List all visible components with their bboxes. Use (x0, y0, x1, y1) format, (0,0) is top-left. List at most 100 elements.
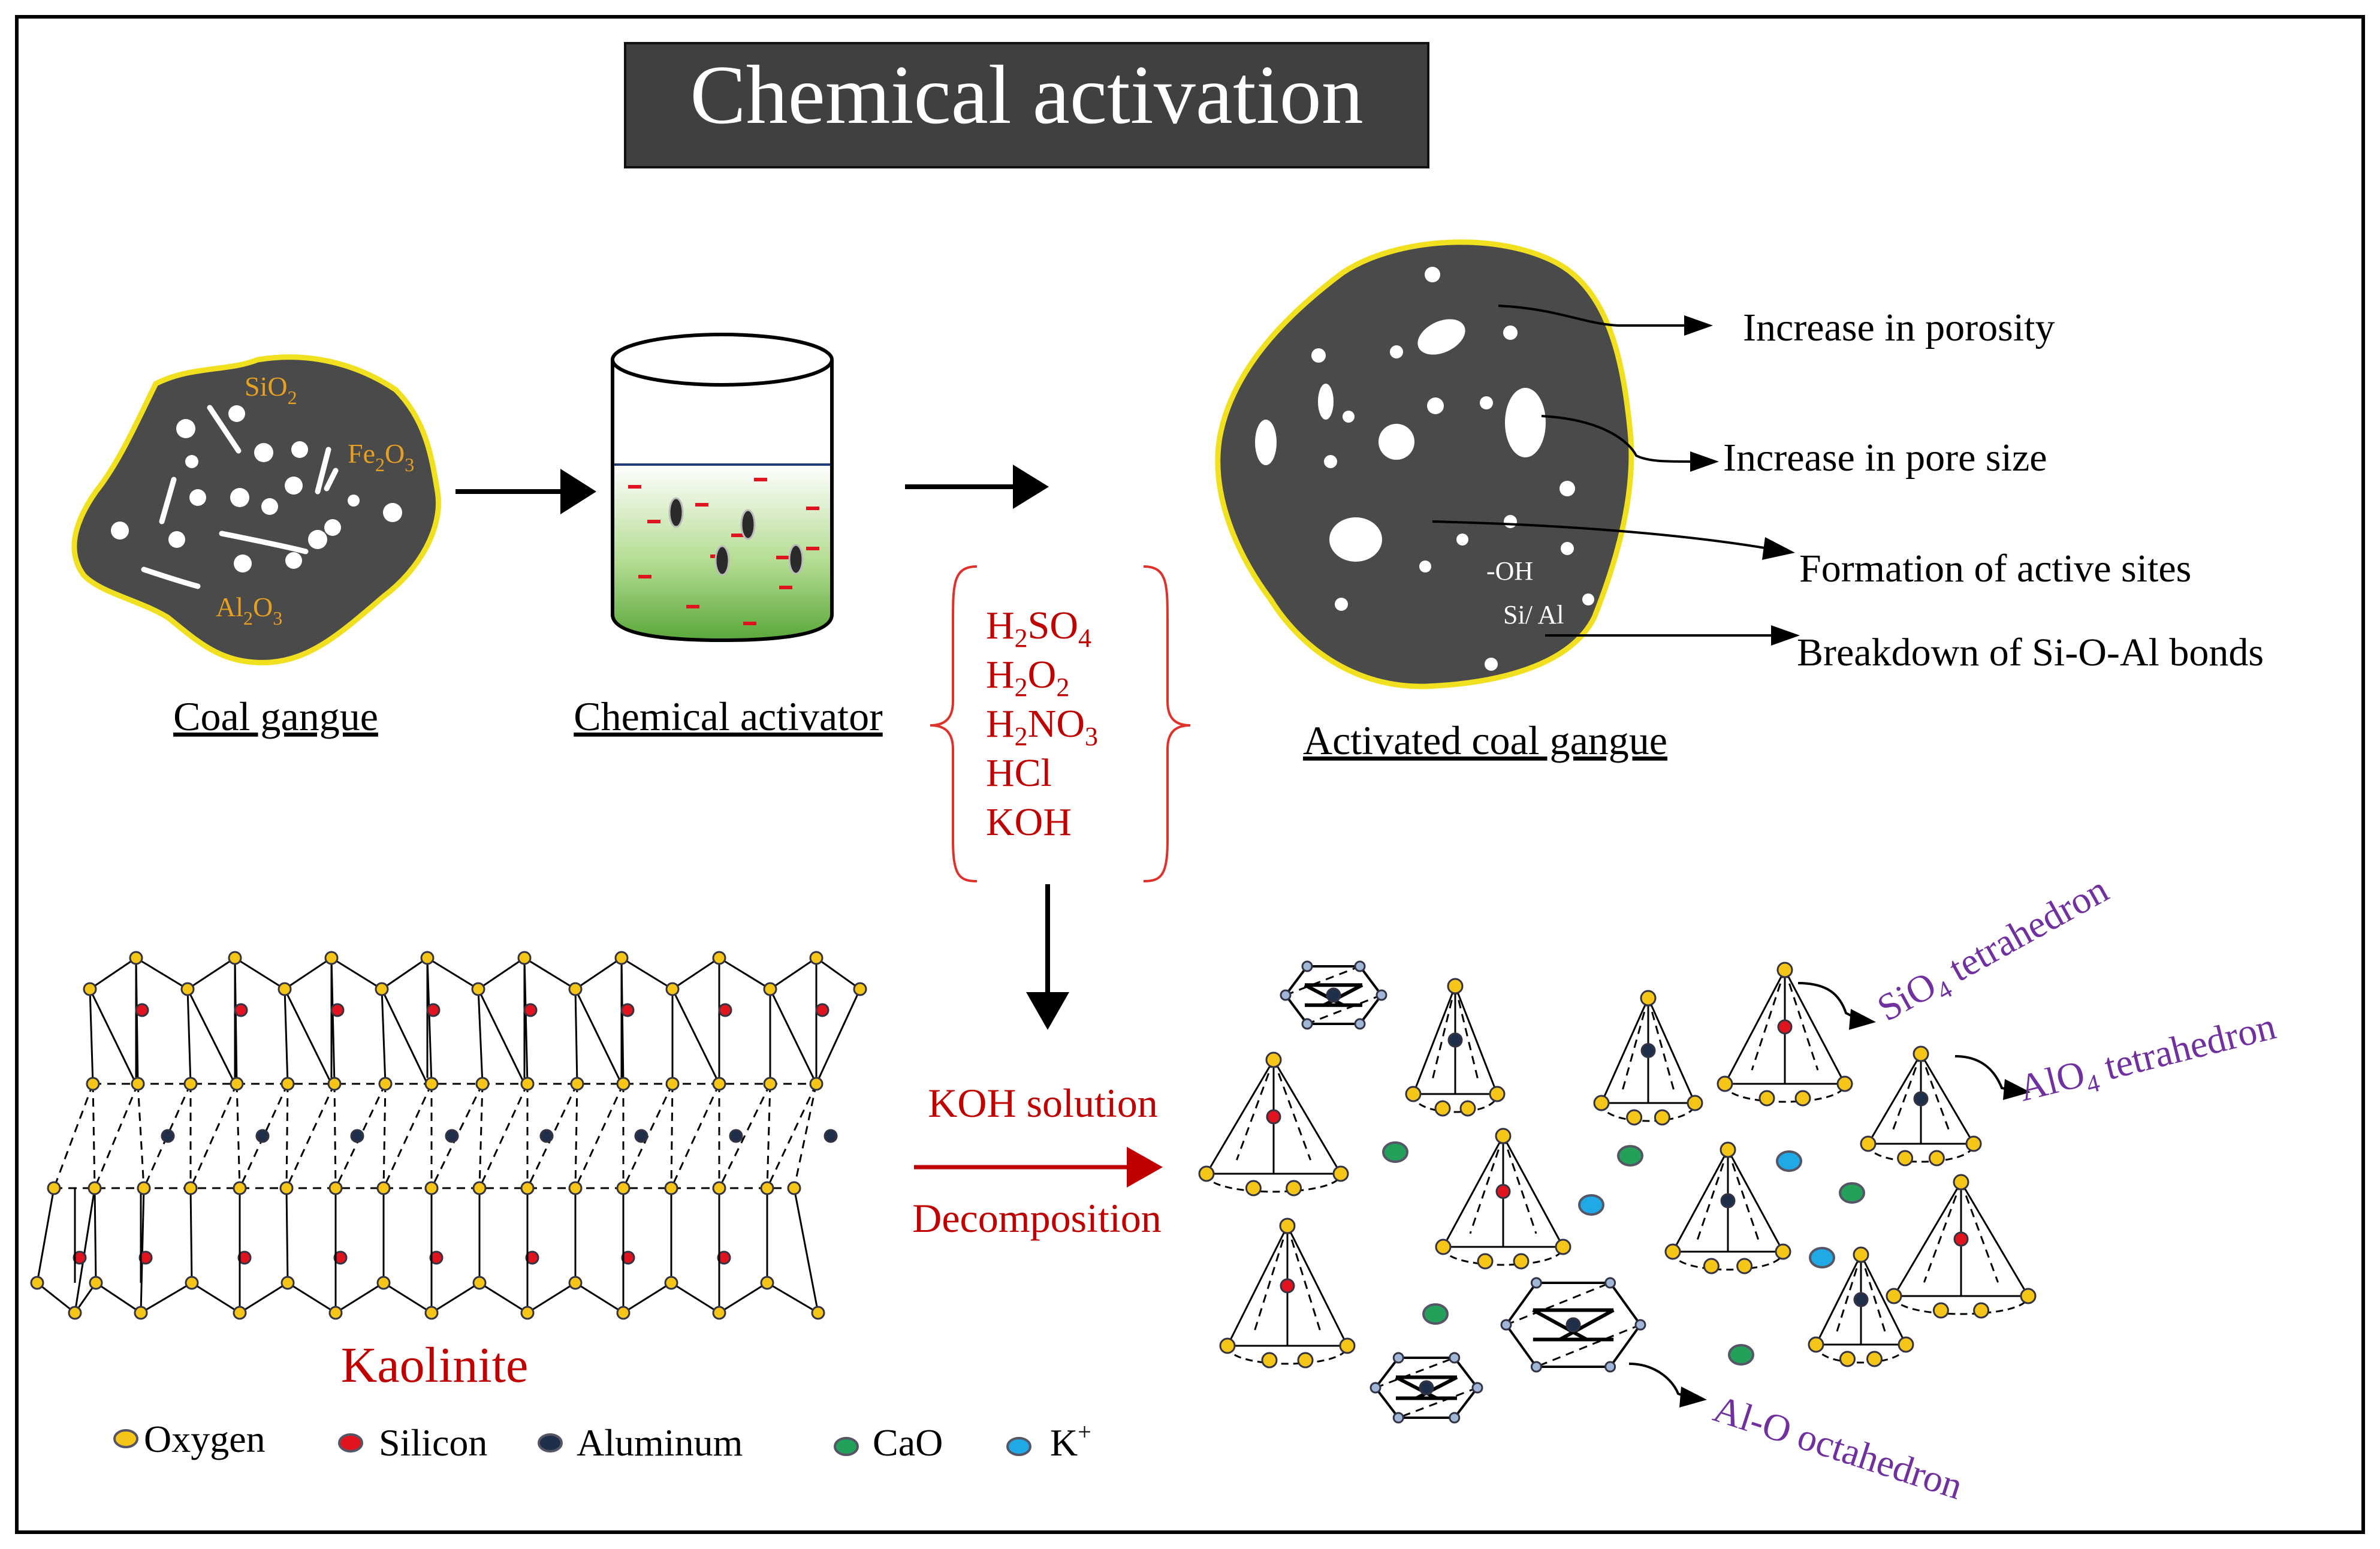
silicon-atom (717, 1250, 731, 1265)
alo4-tetrahedron (1593, 990, 1703, 1126)
aluminum-atom (445, 1129, 459, 1143)
oxygen-atom (280, 1276, 295, 1290)
oxygen-atom (1626, 1109, 1643, 1126)
bond-line (718, 1083, 771, 1189)
bond-line (333, 1083, 337, 1189)
bond-line (478, 1083, 484, 1189)
oxygen-atom (1836, 1075, 1853, 1092)
bond-line (478, 957, 525, 990)
bond-line (1923, 1182, 1962, 1283)
tetra-base (1867, 1143, 1975, 1163)
oxygen-atom (1434, 1100, 1451, 1117)
bond-line (815, 989, 861, 1084)
oxygen-atom (1913, 1045, 1929, 1062)
oxygen-atom (424, 1077, 439, 1091)
oxygen-atom (1301, 960, 1313, 972)
silicon-atom (523, 1003, 538, 1017)
oxygen-atom (1245, 1180, 1262, 1197)
aluminum-atom (1640, 1043, 1656, 1058)
bond-line (191, 1282, 240, 1314)
alo4-tetrahedron (1664, 1141, 1791, 1274)
effect-pore-size: Increase in pore size (1723, 436, 2047, 480)
bond-line (1751, 969, 1786, 1071)
silicon-atom (1495, 1184, 1511, 1199)
bond-line (1286, 1225, 1322, 1332)
potassium-ion (1809, 1247, 1835, 1268)
activated-oh-label: -OH (1486, 556, 1533, 586)
oxygen-atom (809, 951, 824, 965)
bond-line (37, 1282, 76, 1314)
chemical-activator-beaker (611, 333, 834, 643)
bond-line (719, 957, 771, 990)
silicon-atom (333, 1250, 348, 1265)
oxygen-atom (1720, 1141, 1736, 1158)
sio4-tetrahedron (1198, 1051, 1349, 1197)
oxygen-atom (129, 951, 143, 965)
oxygen-atom (328, 1306, 343, 1320)
bond-line (1920, 1053, 1975, 1144)
bond-line (767, 1282, 819, 1314)
down-arrow-head (1026, 992, 1069, 1030)
al-o-octahedron (1500, 1277, 1646, 1373)
beaker-rim (611, 333, 834, 387)
aluminum-atom (255, 1129, 270, 1143)
oxygen-atom (89, 1276, 103, 1290)
bond-line (1867, 1053, 1922, 1144)
bond-line (1454, 986, 1498, 1095)
bond-line (621, 957, 673, 990)
bond-line (285, 1083, 289, 1189)
silicon-atom (815, 1003, 829, 1017)
bond-line (1815, 1254, 1862, 1345)
oxygen-atom (1703, 1258, 1720, 1274)
product-arrowheads (1679, 1009, 2031, 1408)
oxygen-atom (88, 1181, 102, 1195)
bond-line (1235, 1059, 1275, 1161)
tetra-base (1412, 1093, 1498, 1113)
arrow-to-activated-head (1013, 465, 1049, 509)
oxygen-atom (420, 951, 435, 965)
oxygen-atom (520, 1181, 535, 1195)
reaction-arrow-head (1127, 1147, 1163, 1188)
oxygen-atom (1332, 1165, 1349, 1182)
oxygen-atom (86, 1077, 100, 1091)
bond-line (92, 1083, 96, 1189)
oxygen-atom (1286, 1180, 1302, 1197)
coal-gangue-cracks (141, 405, 339, 589)
sio4-tetrahedron (1219, 1217, 1356, 1369)
cao-ion (1617, 1145, 1643, 1167)
legend-potassium-marker (1006, 1437, 1031, 1456)
oxygen-atom (1604, 1361, 1616, 1373)
oxygen-atom (763, 982, 777, 996)
effect-bond-breakdown: Breakdown of Si-O-Al bonds (1797, 631, 2264, 674)
bond-line (381, 989, 429, 1084)
oxygen-atom (1634, 1319, 1646, 1331)
coal-gangue-pores (111, 405, 402, 572)
tetra-base (1205, 1173, 1342, 1193)
bond-line (95, 1282, 141, 1314)
oxygen-atom (1447, 978, 1464, 995)
beaker-wall (611, 360, 834, 643)
oxygen-atom (614, 951, 629, 965)
oxygen-atom (1301, 1018, 1313, 1030)
bond-line (1600, 997, 1649, 1104)
oxygen-atom (763, 1077, 777, 1091)
bond-line (283, 989, 289, 1084)
potassium-ion (1776, 1150, 1802, 1172)
oxygen-atom (1860, 1135, 1877, 1152)
bond-line (574, 1083, 578, 1189)
tetra-base (1442, 1246, 1564, 1266)
kaolinite-label: Kaolinite (341, 1337, 529, 1393)
sio4-tetrahedron (1435, 1128, 1571, 1270)
bond-line (477, 989, 484, 1084)
aluminum-atom (161, 1129, 175, 1143)
bond-line (189, 1083, 238, 1189)
bond-line (236, 1083, 241, 1189)
oxygen-atom (568, 1276, 583, 1290)
activator-ions (628, 478, 819, 625)
bond-line (89, 989, 94, 1084)
bond-line (1502, 1135, 1564, 1247)
oxygen-atom (712, 951, 726, 965)
silicon-atom (429, 1250, 444, 1265)
oxygen-atom (1530, 1361, 1542, 1373)
legend-oxygen-marker (113, 1429, 138, 1448)
